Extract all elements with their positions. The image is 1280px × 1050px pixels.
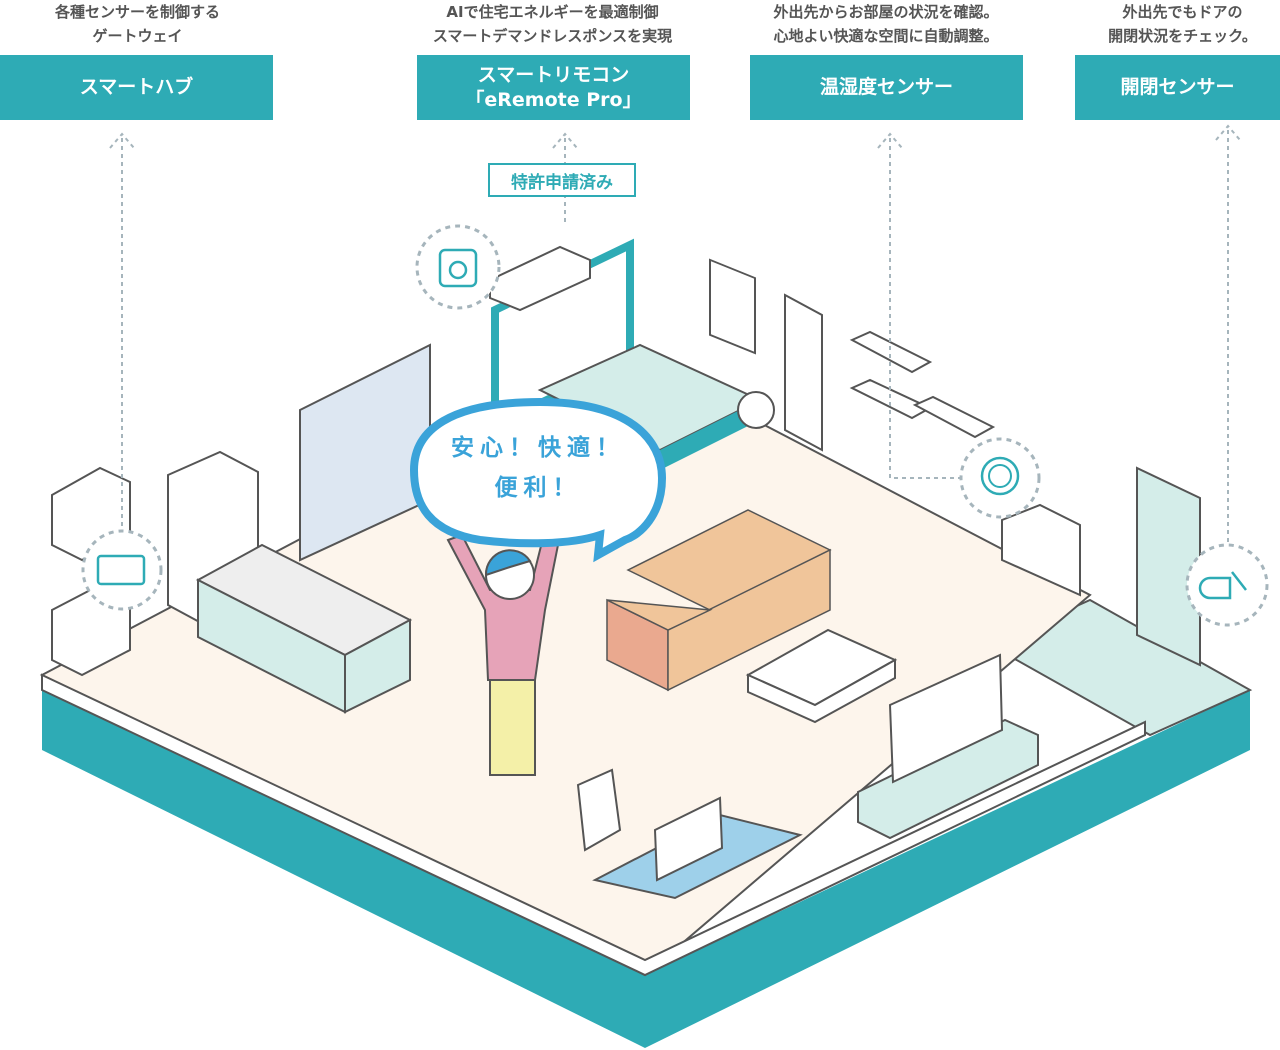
speech-bubble-line: 便利！ <box>494 475 582 501</box>
smart-hub-label[interactable]: スマートハブ <box>0 55 273 120</box>
monitor <box>653 796 724 882</box>
bed-side <box>660 400 760 470</box>
thermo-description: 外出先からお部屋の状況を確認。 心地よい快適な空間に自動調整。 <box>740 0 1032 48</box>
patent-pending-badge: 特許申請済み <box>488 163 636 197</box>
hub-sensor-circle[interactable] <box>81 529 163 611</box>
remote-description-line: AIで住宅エネルギーを最適制御 <box>446 3 659 21</box>
shelf-3 <box>912 395 996 439</box>
thermo-hygro-sensor-label[interactable]: 温湿度センサー <box>750 55 1023 120</box>
person-legs <box>489 664 536 776</box>
speech-bubble <box>409 397 667 563</box>
door-sensor-circle[interactable] <box>1185 543 1269 627</box>
remote-sensor-circle[interactable] <box>415 224 501 310</box>
remote-description: AIで住宅エネルギーを最適制御 スマートデマンドレスポンスを実現 <box>405 0 700 48</box>
smart-remote-name: スマートリモコン <box>477 63 630 86</box>
patent-pending-text: 特許申請済み <box>511 172 613 193</box>
sofa-side <box>667 548 831 692</box>
desk-chair <box>576 768 622 852</box>
speech-bubble-line: 安心！快適！ <box>451 435 625 461</box>
thermo-hygro-sensor-circle[interactable] <box>959 437 1041 519</box>
hub-icon <box>96 554 146 586</box>
entrance-door <box>1136 466 1201 667</box>
tv <box>888 653 1004 784</box>
coffee-table-side <box>747 658 896 724</box>
hub-description-line: ゲートウェイ <box>92 27 183 45</box>
sofa-seat <box>606 599 713 631</box>
door-sensor-label[interactable]: 開閉センサー <box>1075 55 1280 120</box>
smart-hub-name: スマートハブ <box>79 76 194 98</box>
person-hair <box>484 549 532 577</box>
remote-icon <box>438 248 478 288</box>
kitchen-counter-side <box>344 618 411 714</box>
thermo-description-line: 外出先からお部屋の状況を確認。 <box>773 3 999 21</box>
smart-remote-product-name: 「eRemote Pro」 <box>465 88 642 111</box>
floor-base-left <box>42 690 645 1048</box>
door-description-line: 外出先でもドアの <box>1122 3 1243 21</box>
thermo-hygro-sensor-icon <box>980 456 1020 496</box>
door-description: 外出先でもドアの 開閉状況をチェック。 <box>1080 0 1280 48</box>
thermo-description-line: 心地よい快適な空間に自動調整。 <box>773 27 999 45</box>
thermo-hygro-sensor-name: 温湿度センサー <box>819 76 953 98</box>
door-sensor-name: 開閉センサー <box>1120 76 1235 98</box>
shelf-1 <box>849 330 933 374</box>
wall-door <box>784 293 823 452</box>
speech-bubble-text: 安心！快適！ 便利！ <box>418 400 658 540</box>
floor-edge <box>41 673 1146 977</box>
wall-window <box>709 258 756 355</box>
door-description-line: 開閉状況をチェック。 <box>1108 27 1257 45</box>
hub-description: 各種センサーを制御する ゲートウェイ <box>20 0 255 48</box>
tv-stand <box>857 718 1039 840</box>
hub-description-line: 各種センサーを制御する <box>54 3 220 21</box>
smart-remote-label[interactable]: スマートリモコン 「eRemote Pro」 <box>417 55 690 120</box>
dresser <box>1001 503 1081 597</box>
floor-base-right <box>645 690 1250 1048</box>
door-sensor-icon <box>1198 571 1247 600</box>
lamp <box>737 391 775 429</box>
remote-description-line: スマートデマンドレスポンスを実現 <box>432 27 673 45</box>
air-conditioner <box>489 245 591 312</box>
